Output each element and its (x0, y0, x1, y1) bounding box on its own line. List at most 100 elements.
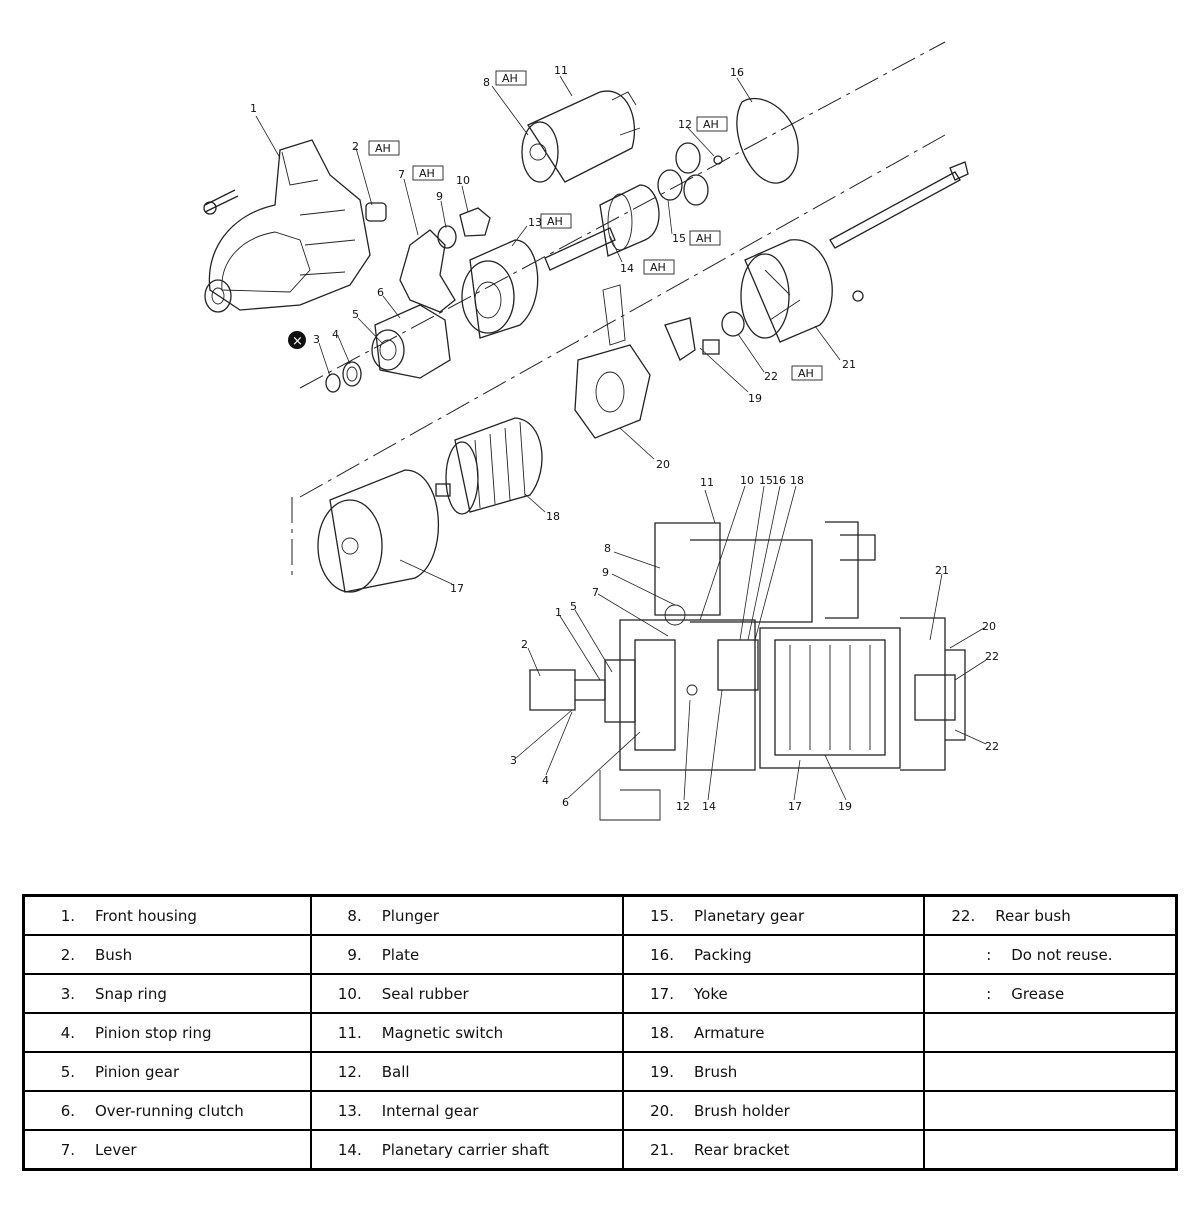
legend-cell: 10.Seal rubber (309, 973, 625, 1014)
legend-item-label: Lever (95, 1140, 137, 1159)
legend-item-label: Plunger (381, 906, 439, 925)
svg-text:17: 17 (788, 800, 802, 813)
legend-symbol-marker: : (986, 984, 992, 1003)
svg-text:AH: AH (650, 261, 666, 274)
legend-item-label: Magnetic switch (381, 1023, 504, 1042)
legend-item-label: Plate (381, 945, 420, 964)
legend-cell: 1.Front housing (22, 894, 312, 936)
legend-item-label: Brush (694, 1062, 738, 1081)
svg-text:15: 15 (759, 474, 773, 487)
svg-text:5: 5 (352, 308, 359, 321)
through-bolt-part (829, 161, 969, 249)
legend-cell: 5.Pinion gear (22, 1051, 312, 1092)
svg-text:AH: AH (419, 167, 435, 180)
svg-text:11: 11 (554, 64, 568, 77)
legend-cell (923, 1012, 1178, 1053)
svg-text:2: 2 (521, 638, 528, 651)
rear-bush-part (721, 311, 745, 337)
ball-part (713, 155, 723, 165)
lever-part (399, 229, 456, 313)
svg-text:AH: AH (798, 367, 814, 380)
svg-text:14: 14 (620, 262, 634, 275)
svg-text:AH: AH (696, 232, 712, 245)
svg-text:AH: AH (547, 215, 563, 228)
legend-item-label: Grease (1011, 984, 1065, 1003)
legend-item-number: 21. (650, 1140, 674, 1159)
legend-cell: 12.Ball (309, 1051, 625, 1092)
legend-item-label: Packing (694, 945, 752, 964)
legend-item-label: Rear bush (995, 906, 1071, 925)
svg-text:18: 18 (546, 510, 560, 523)
legend-item-number: 5. (60, 1062, 75, 1081)
legend-cell: 2.Bush (22, 934, 312, 975)
legend-cell: 20.Brush holder (621, 1090, 926, 1131)
svg-text:16: 16 (730, 66, 744, 79)
svg-text:11: 11 (700, 476, 714, 489)
svg-text:19: 19 (748, 392, 762, 405)
svg-text:3: 3 (313, 333, 320, 346)
svg-text:10: 10 (740, 474, 754, 487)
svg-text:4: 4 (332, 328, 339, 341)
legend-cell: 19. Brush (621, 1051, 926, 1092)
legend-symbol-marker: : (986, 945, 992, 964)
legend-cell: 4.Pinion stop ring (22, 1012, 312, 1053)
legend-cell: 13.Internal gear (309, 1090, 625, 1131)
legend-cell: 22. Rear bush (923, 894, 1178, 936)
svg-text:10: 10 (456, 174, 470, 187)
svg-text:21: 21 (842, 358, 856, 371)
legend-item-label: Armature (694, 1023, 765, 1042)
legend-item-label: Pinion stop ring (95, 1023, 212, 1042)
legend-item-number: 17. (650, 984, 674, 1003)
cross-section-view (515, 485, 987, 821)
pinion-stop-ring-part (342, 361, 362, 387)
legend-cell (923, 1051, 1178, 1092)
svg-text:5: 5 (570, 600, 577, 613)
legend-item-number: 19. (650, 1062, 674, 1081)
svg-text:15: 15 (672, 232, 686, 245)
svg-text:21: 21 (935, 564, 949, 577)
legend-item-number: 22. (951, 906, 976, 925)
legend-item-label: Snap ring (95, 984, 167, 1003)
legend-item-label: Over-running clutch (95, 1101, 244, 1120)
internal-gear-part (461, 239, 539, 339)
legend-item-number: 10. (337, 984, 362, 1003)
legend-cell: 3. Snap ring (22, 973, 312, 1014)
svg-text:7: 7 (398, 168, 405, 181)
exploded-leader-lines (255, 75, 841, 585)
legend-cell (923, 1129, 1178, 1171)
svg-text:1: 1 (555, 606, 562, 619)
legend-item-label: Brush holder (694, 1101, 790, 1120)
legend-cell: 21.Rear bracket (621, 1129, 926, 1171)
rear-bracket-part (740, 239, 864, 343)
packing-part (736, 97, 799, 184)
legend-item-number: 2. (60, 945, 75, 964)
svg-text:20: 20 (656, 458, 670, 471)
svg-text:13: 13 (528, 216, 542, 229)
svg-text:16: 16 (772, 474, 786, 487)
planetary-gear-part (657, 142, 709, 206)
legend-row: 3. Snap ring 10.Seal rubber 17. Yoke: Grease (22, 973, 1178, 1014)
svg-text:8: 8 (604, 542, 611, 555)
legend-cell: 7. Lever (22, 1129, 312, 1171)
legend-cell: 18.Armature (621, 1012, 926, 1053)
svg-text:6: 6 (377, 286, 384, 299)
svg-text:×: × (292, 334, 303, 349)
legend-item-label: Yoke (694, 984, 728, 1003)
bush-part (365, 202, 387, 222)
svg-text:18: 18 (790, 474, 804, 487)
magnetic-switch-part (521, 90, 641, 183)
legend-item-number: 7. (60, 1140, 75, 1159)
svg-text:3: 3 (510, 754, 517, 767)
svg-text:22: 22 (985, 650, 999, 663)
legend-cell: 16.Packing (621, 934, 926, 975)
legend-item-number: 12. (337, 1062, 362, 1081)
svg-text:9: 9 (436, 190, 443, 203)
legend-item-number: 3. (60, 984, 75, 1003)
svg-text:8: 8 (483, 76, 490, 89)
section-callouts: 11 10 15 16 18 8 9 7 5 1 2 3 4 6 12 14 1… (510, 474, 999, 813)
legend-item-number: 8. (347, 906, 362, 925)
